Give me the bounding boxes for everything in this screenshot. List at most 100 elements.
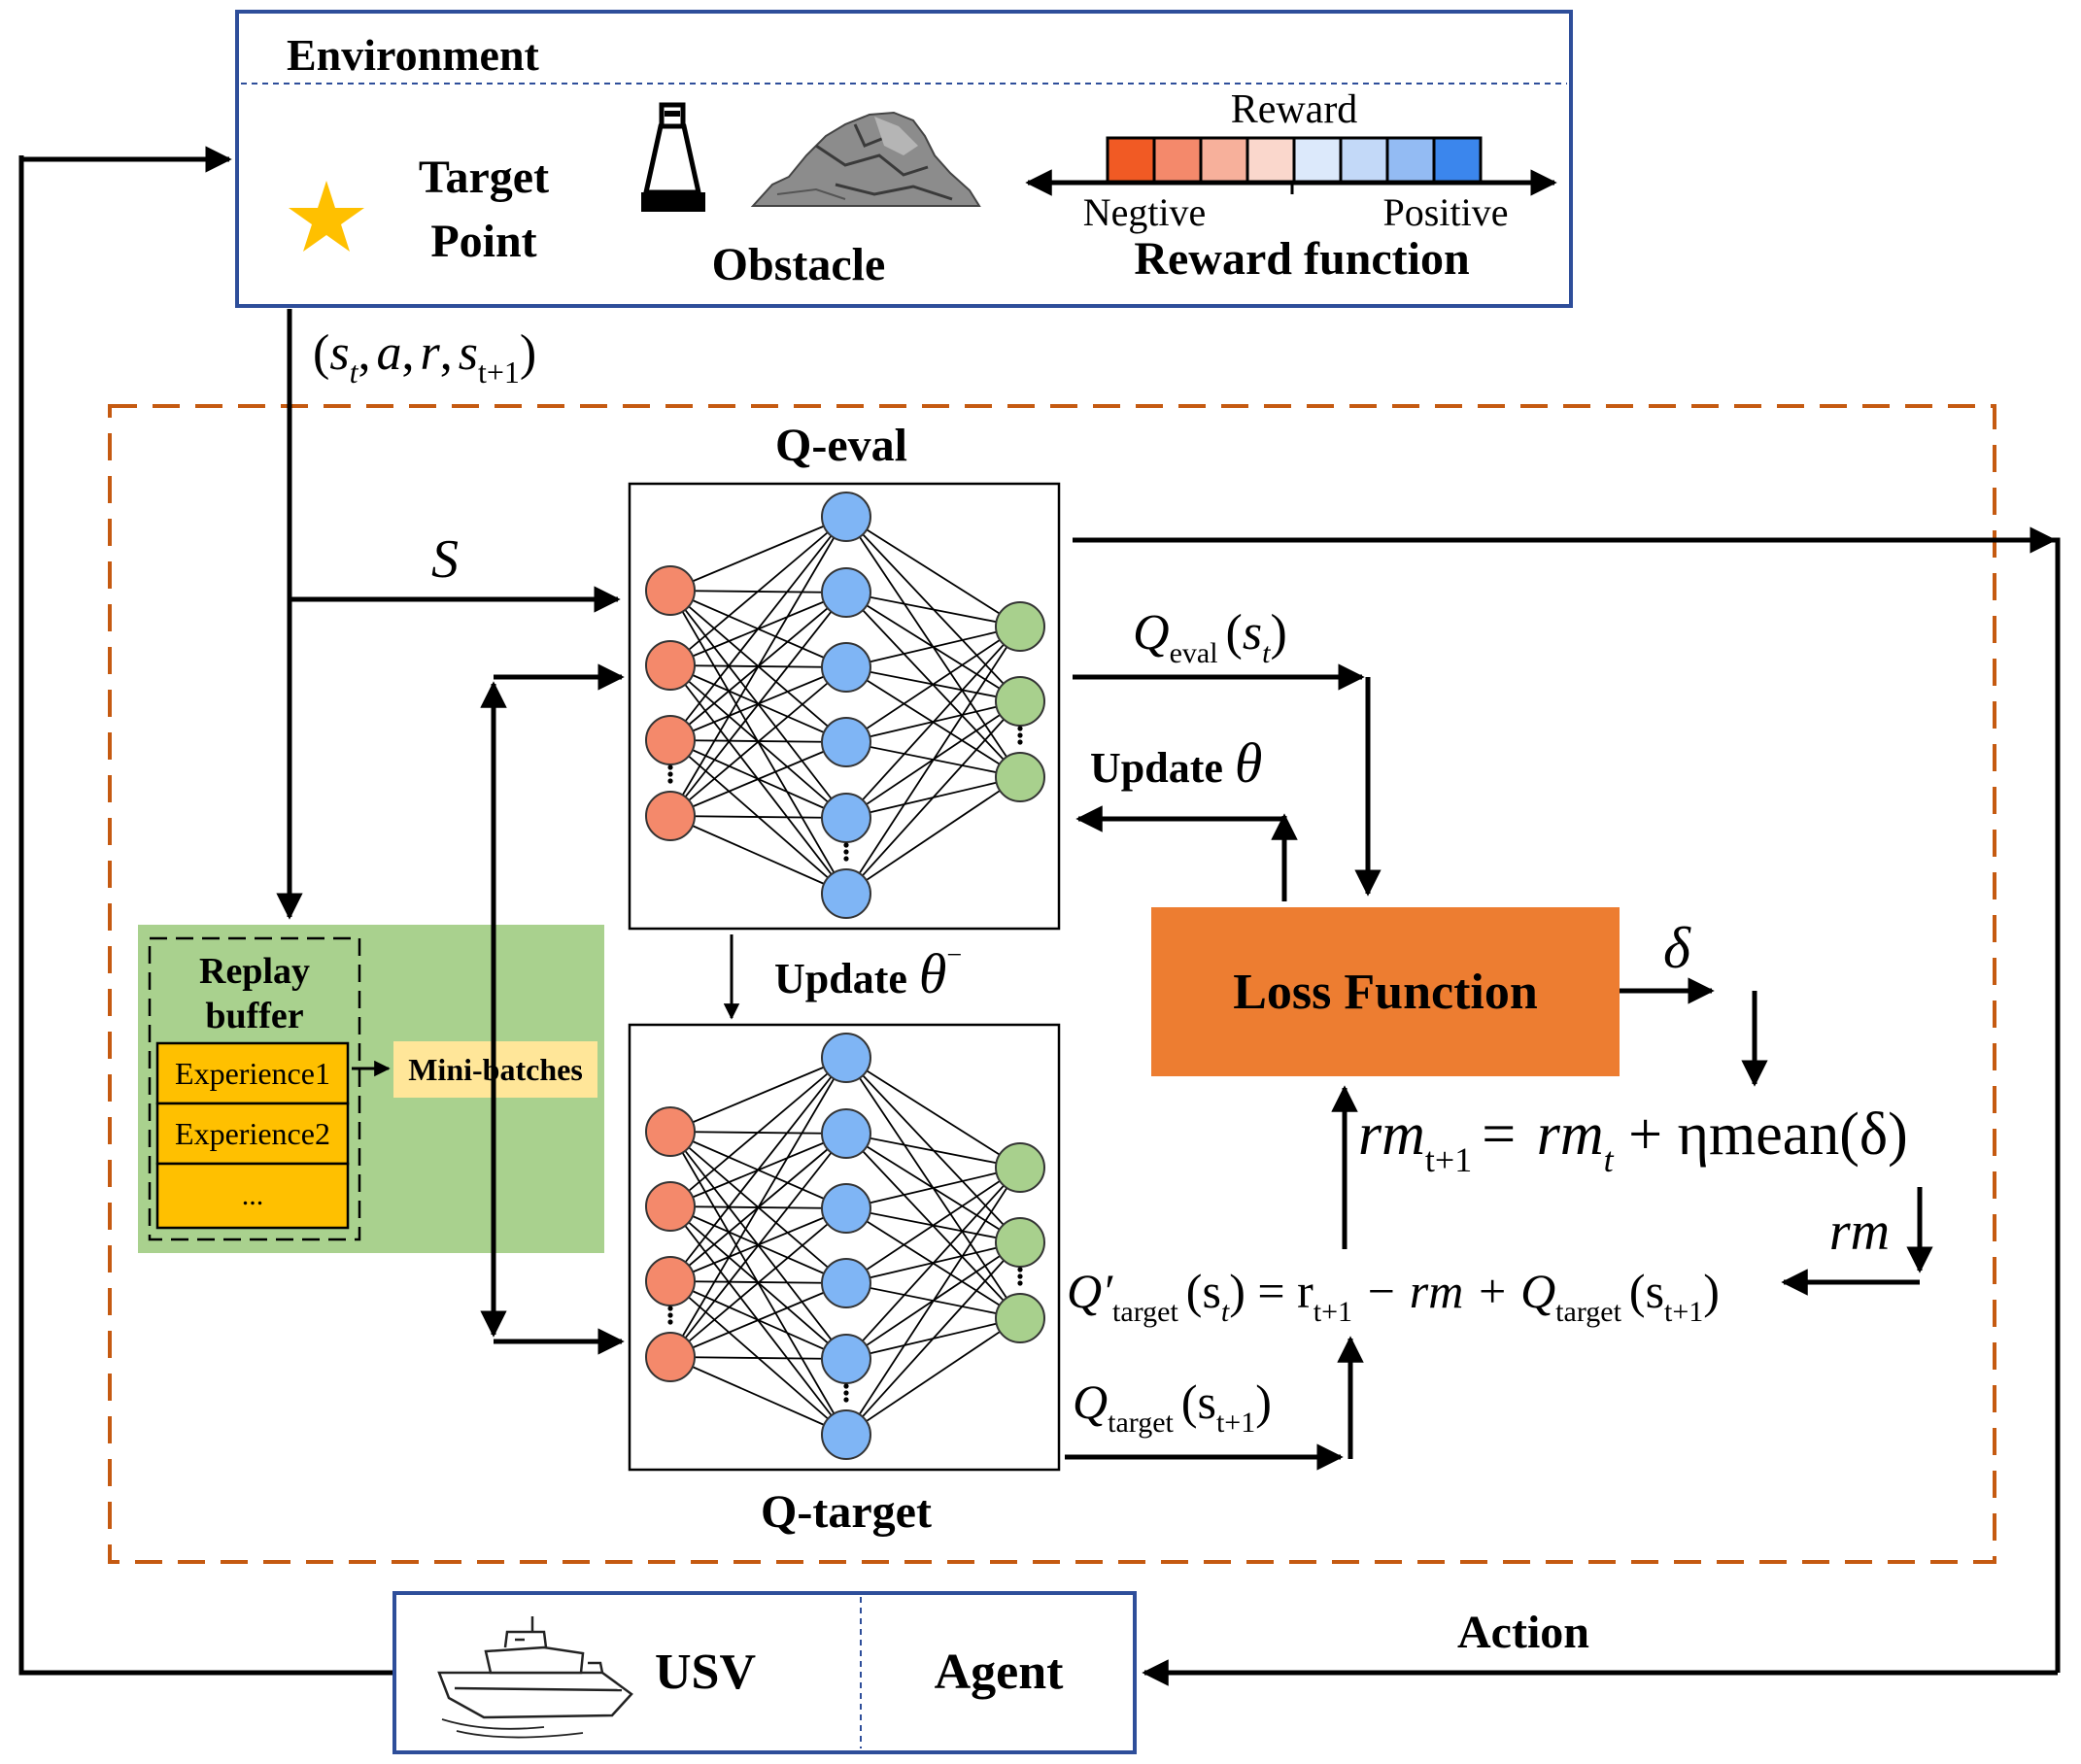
usv-agent-panel: USV Agent: [392, 1591, 1137, 1754]
network-edge: [845, 626, 1021, 668]
environment-panel: Environment Target Point Obstacle Reward…: [235, 10, 1573, 308]
hidden-node: [821, 717, 871, 767]
network-edge: [669, 1057, 847, 1358]
rm-update-equation: rmt+1= rmt + ηmean(δ): [1358, 1102, 1908, 1179]
network-edge: [669, 1057, 847, 1282]
network-edge: [669, 592, 847, 817]
output-node: [995, 752, 1045, 802]
ellipsis-dot: [1017, 732, 1023, 738]
q-eval-network-box: [628, 482, 1061, 931]
network-edge: [669, 516, 847, 592]
usv-label: USV: [655, 1645, 756, 1700]
ellipsis-dot: [1017, 726, 1023, 731]
network-edge: [845, 1241, 1021, 1436]
buoy-icon: [641, 102, 705, 212]
replay-title-line1: Replay: [199, 951, 310, 992]
ellipsis-dot: [1017, 1267, 1023, 1272]
hidden-node: [821, 1334, 871, 1384]
network-edge: [845, 626, 1021, 743]
input-node: [645, 1181, 696, 1232]
input-node: [645, 640, 696, 691]
reward-function-label: Reward function: [1134, 233, 1469, 285]
ellipsis-dot: [1017, 739, 1023, 745]
hidden-node: [821, 1033, 871, 1083]
replay-item: [155, 1162, 350, 1230]
reward-scale-cell: [1385, 136, 1436, 185]
network-edge: [845, 1167, 1021, 1360]
replay-item-label: Experience2: [175, 1116, 330, 1151]
network-edge: [669, 1057, 847, 1133]
delta-label: δ: [1663, 916, 1691, 980]
hidden-node: [821, 1409, 871, 1460]
star-icon: [289, 181, 364, 252]
network-edge: [845, 626, 1021, 819]
network-edge: [845, 776, 1021, 895]
boat-icon: [437, 1616, 633, 1739]
network-edges: [669, 516, 1021, 895]
hidden-node: [821, 567, 871, 618]
usv-feedback-line: [18, 155, 394, 1676]
connectors: [18, 146, 2061, 1686]
q-target-network-box: [628, 1023, 1061, 1472]
q-eval-network: [645, 492, 1045, 919]
reward-scale-cell: [1106, 136, 1156, 185]
network-edge: [669, 815, 847, 895]
rock-icon: [750, 111, 981, 207]
action-label: Action: [1457, 1607, 1589, 1658]
input-node: [645, 1332, 696, 1382]
reward-title: Reward: [1231, 87, 1358, 132]
reward-positive-label: Positive: [1383, 190, 1509, 234]
output-node: [995, 1142, 1045, 1193]
target-label-line1: Target: [419, 152, 549, 203]
q-target-output-label: Qtarget(st+1): [1073, 1374, 1272, 1439]
replay-buffer-panel: Replay buffer Experience1 Experience2 ..…: [138, 925, 604, 1253]
hidden-node: [821, 1183, 871, 1234]
output-node: [995, 1293, 1045, 1343]
hidden-node: [821, 1258, 871, 1308]
reward-scale-cell: [1152, 136, 1203, 185]
network-edge: [845, 1167, 1021, 1209]
q-eval-output-label: Qeval(st): [1133, 605, 1287, 669]
reward-scale-cell: [1245, 136, 1296, 185]
network-edge: [845, 1133, 1021, 1169]
network-edge: [845, 626, 1021, 895]
hidden-node: [821, 793, 871, 843]
reward-scale-cell: [1292, 136, 1343, 185]
network-edge: [669, 516, 847, 741]
network-edge: [845, 1167, 1021, 1284]
network-edges: [669, 1057, 1021, 1436]
replay-item-label: ...: [242, 1179, 264, 1211]
replay-buffer-dashed-box: [148, 936, 361, 1241]
q-eval-action-line: [1073, 537, 2061, 1673]
network-edge: [669, 1057, 847, 1207]
ellipsis-dot: [667, 1312, 673, 1318]
state-label: S: [431, 529, 459, 590]
network-edge: [669, 516, 847, 666]
input-node: [645, 565, 696, 616]
hidden-node: [821, 492, 871, 542]
hidden-node: [821, 1108, 871, 1159]
network-edge: [669, 1356, 847, 1436]
rm-label: rm: [1829, 1202, 1890, 1262]
agent-label: Agent: [935, 1645, 1065, 1700]
loss-function-box: [1151, 907, 1620, 1076]
transition-label: (st,a,r,st+1): [313, 325, 536, 390]
target-label-line2: Point: [430, 216, 536, 267]
ellipsis-dot: [843, 1390, 849, 1396]
q-target-prime-equation: Q′target(st) = rt+1 − rm + Qtarget(st+1): [1067, 1264, 1720, 1328]
q-target-network: [645, 1033, 1045, 1460]
ellipsis-dot: [667, 1319, 673, 1325]
ellipsis-dot: [1017, 1280, 1023, 1286]
q-target-title: Q-target: [761, 1486, 932, 1538]
hidden-node: [821, 868, 871, 919]
network-edge: [845, 1317, 1021, 1436]
network-edge: [669, 1133, 847, 1358]
loss-function-label: Loss Function: [1233, 965, 1538, 1020]
network-edge: [845, 1057, 1021, 1169]
reward-scale-cell: [1339, 136, 1389, 185]
input-node: [645, 1106, 696, 1157]
replay-item: [155, 1041, 350, 1105]
